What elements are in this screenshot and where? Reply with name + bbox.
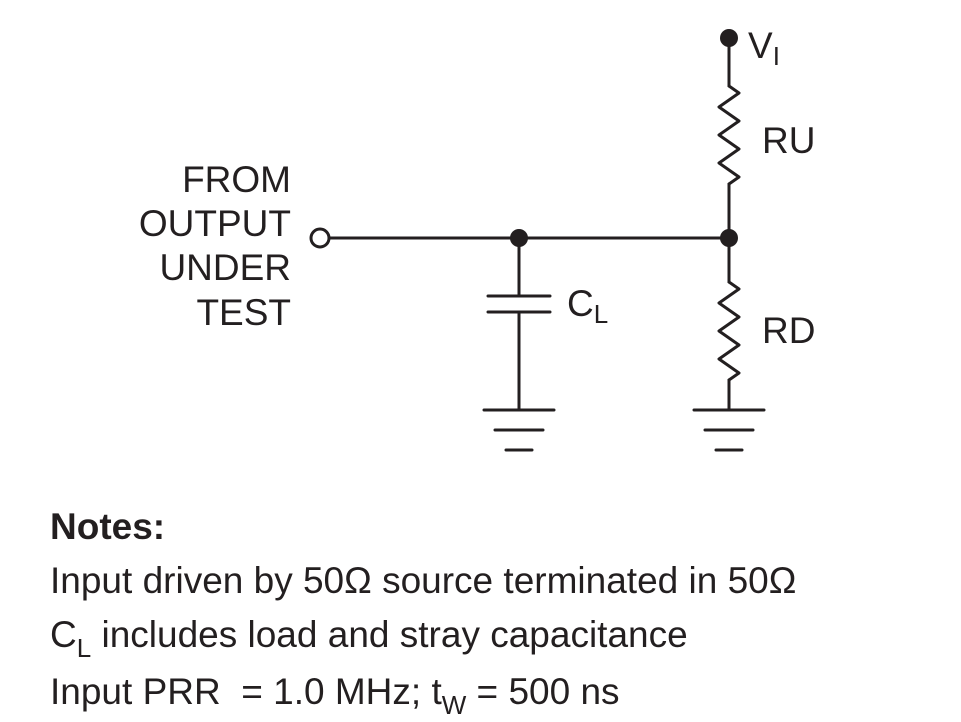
notes-line-3-suffix: = 500 ns [466,671,620,712]
source-label-line-4: TEST [196,292,291,333]
output-terminal [309,227,331,249]
ground-symbol-rd [692,408,766,452]
notes-title: Notes: [50,506,166,547]
capacitor-label-main: C [567,283,594,324]
resistor-ru [717,84,741,186]
resistor-rd [717,280,741,382]
notes-line-3-sub: W [441,690,467,720]
notes-line-2-rest: includes load and stray capacitance [91,614,688,655]
ground-symbol-cl [482,408,556,452]
supply-label: VI [748,25,780,71]
resistor-junction-dot [720,229,738,247]
notes-line-1: Input driven by 50Ω source terminated in… [50,560,797,601]
rd-label: RD [762,310,815,351]
notes-section: Notes: Input driven by 50Ω source termin… [50,500,955,722]
capacitor-junction-dot [510,229,528,247]
supply-node-dot [720,29,738,47]
capacitor-label-sub: L [594,299,608,329]
notes-line-3: Input PRR = 1.0 MHz; tW = 500 ns [50,665,955,722]
notes-line-3-prefix: Input PRR = 1.0 MHz; t [50,671,442,712]
supply-label-main: V [748,25,773,66]
source-label-line-2: OUTPUT [139,203,291,244]
supply-label-sub: I [773,41,780,71]
notes-line-2-main: C [50,614,77,655]
notes-line-2-sub: L [76,633,92,663]
capacitor-cl [486,294,552,314]
source-label-line-3: UNDER [159,247,291,288]
ru-label: RU [762,120,815,161]
source-label-line-1: FROM [182,159,291,200]
notes-line-2: CL includes load and stray capacitance [50,608,955,665]
test-load-circuit-diagram: FROM OUTPUT UNDER TEST VI RU RD CL [139,25,815,452]
capacitor-label: CL [567,283,608,329]
